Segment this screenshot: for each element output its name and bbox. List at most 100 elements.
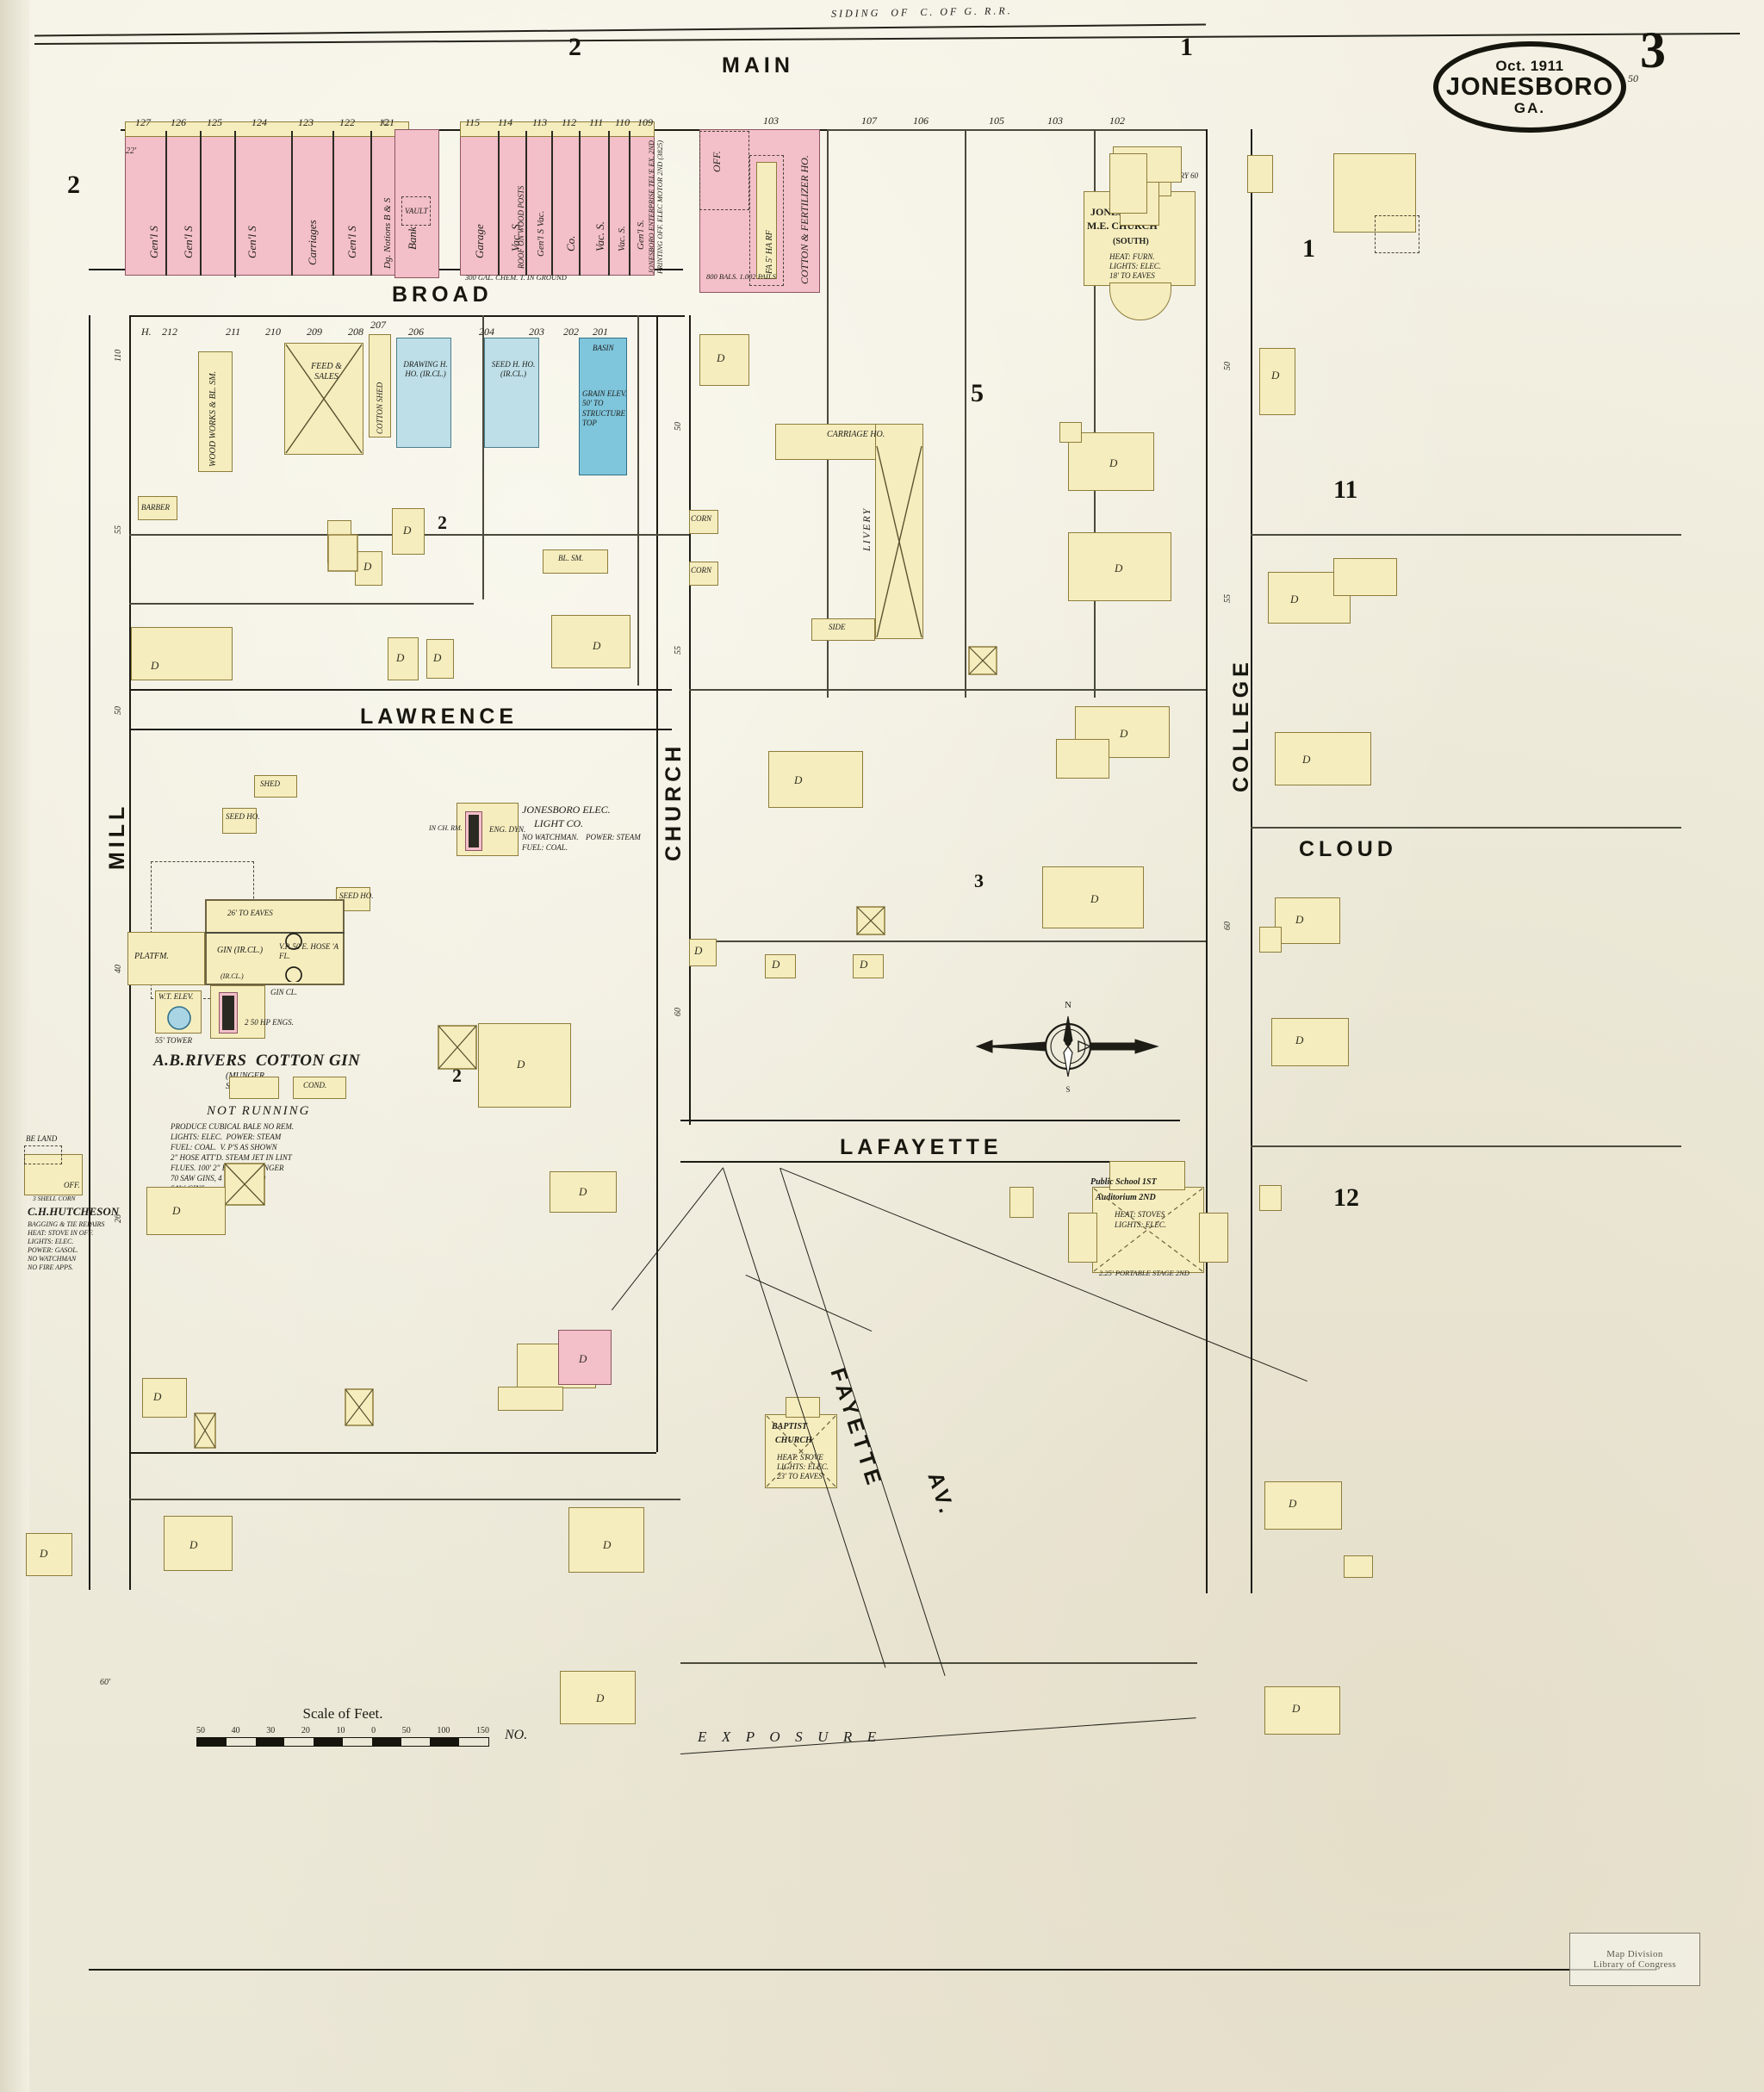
dwelling-e-6 [768, 751, 863, 808]
yard-shed-x-3 [194, 1412, 216, 1449]
cotton-warehouse-inner-label: FA 5' HA RF [765, 230, 774, 274]
block-divider-a [689, 689, 1206, 691]
addr-110: 110 [615, 116, 630, 128]
me-church-apse [1109, 282, 1171, 320]
barber-shop [138, 496, 177, 520]
sheet-ref-top-1: 1 [1180, 33, 1193, 61]
gin-aux-box-1 [229, 1077, 279, 1099]
addr-126: 126 [171, 116, 186, 128]
yard-dwelling-1 [478, 1023, 571, 1108]
block-divider-n [129, 1499, 680, 1500]
dwelling-broad-8 [131, 627, 233, 680]
dwelling-mark-e2: D [1109, 456, 1118, 469]
hutcheson-title: C.H.HUTCHESON [28, 1205, 120, 1218]
drawing-house-label: DRAWING H. HO. (IR.CL.) [403, 360, 448, 378]
dwelling-mark-c5: D [1302, 753, 1311, 766]
broad-addr-207: 207 [370, 319, 386, 331]
public-school-hip-lines [1093, 1188, 1203, 1272]
broad-addr-203: 203 [529, 326, 544, 338]
gin-vp-note: V.P. 50'E. HOSE 'A FL. [279, 942, 339, 961]
dwelling-mark-e1: D [717, 351, 725, 364]
corn-crib-1-label: CORN [691, 514, 712, 523]
occ-109: Gen'l S. [636, 220, 646, 250]
gin-ircl-note: (IR.CL.) [220, 972, 244, 980]
store-row-west [125, 129, 409, 276]
left-land-note: BE LAND [26, 1134, 58, 1143]
warehouse-addr-103: 103 [763, 115, 779, 127]
block-divider-h [129, 603, 474, 605]
scale-bar-graphic [196, 1737, 489, 1747]
street-main: MAIN [722, 53, 794, 78]
occ-110: Vac. S. [617, 226, 627, 251]
dwelling-mark-c3: D [1290, 593, 1299, 605]
cotton-warehouse-capacity: 800 BALS. 1.002 PAILS [706, 272, 776, 281]
corn-crib-2 [689, 562, 718, 586]
roof-wood-posts-note: ROOF ON WOOD POSTS [517, 185, 525, 269]
warehouse-addr-103b: 103 [1047, 115, 1063, 127]
broad-addr-201: 201 [593, 326, 608, 338]
store-div-112 [579, 131, 581, 276]
dwelling-mark-b1: D [40, 1547, 48, 1560]
me-church-heat: HEAT: FURN. [1109, 252, 1155, 261]
seed-ho-upper-label: SEED HO. [226, 812, 260, 821]
dwelling-e-9 [1042, 866, 1144, 928]
gin-engines-label: 2 50 HP ENGS. [245, 1018, 294, 1027]
mill-yard-west-line [129, 729, 131, 1452]
me-church-name-3: (SOUTH) [1113, 237, 1149, 246]
dwelling-col-4 [1333, 558, 1397, 596]
no-exposure-note: NO. [505, 1728, 528, 1742]
store-div-124 [291, 131, 293, 276]
college-street-west-line [1206, 129, 1208, 1593]
railroad-siding-line-1 [34, 23, 1206, 37]
hutcheson-office [24, 1145, 62, 1164]
livery-side-label: SIDE [829, 623, 846, 631]
public-school-wing-e [1199, 1213, 1228, 1263]
addr-121: 121 [379, 116, 394, 128]
block-divider-b [689, 940, 1206, 942]
gin-boiler-core [222, 996, 234, 1030]
fayette-wedge-ne [780, 1168, 1307, 1382]
dim-right-3: 60 [1223, 922, 1233, 930]
occ-112: Co. [564, 235, 577, 251]
chem-tank-note: 300 GAL. CHEM. T. IN GROUND [465, 273, 567, 282]
lafayette-street-north-line [680, 1120, 1180, 1121]
dwelling-mark-e6: D [794, 773, 803, 786]
warehouse-addr-102: 102 [1109, 115, 1125, 127]
broad-addr-204: 204 [479, 326, 494, 338]
scale-tick-8: 150 [476, 1726, 489, 1735]
hutcheson-note-3: LIGHTS: ELEC. [28, 1238, 74, 1245]
hutcheson-office-label: OFF. [64, 1181, 80, 1189]
siding-label: SIDING OF C. OF G. R.R. [830, 4, 1013, 20]
yard-dwelling-6 [498, 1387, 563, 1411]
scale-caption: Scale of Feet. [302, 1705, 383, 1722]
mill-shed-label: SHED [260, 779, 280, 788]
hutcheson-note-4: POWER: GASOL. [28, 1246, 78, 1254]
store-div-111 [608, 131, 610, 276]
dwelling-mark-e3: D [1115, 562, 1123, 574]
dim-church-1: 50 [674, 422, 683, 431]
store-div-126 [200, 131, 202, 276]
store-div-115 [498, 131, 500, 276]
broad-addr-211: 211 [226, 326, 241, 338]
block-number-12: 12 [1333, 1183, 1359, 1212]
block-divider-l [1251, 827, 1681, 829]
dwelling-mark-b2: D [189, 1538, 198, 1551]
water-tank-circle [167, 1006, 191, 1030]
store-broad-7 [543, 549, 608, 574]
street-mill: MILL [105, 802, 129, 870]
carriage-ho-label: CARRIAGE HO. [827, 430, 885, 439]
block-divider-d [827, 129, 829, 698]
gin-vp-circles [285, 933, 302, 982]
block-divider-i [482, 315, 484, 599]
shed-x-1 [856, 906, 885, 935]
dim-bottom-1: 60' [100, 1678, 111, 1687]
grain-elev-label: GRAIN ELEV. 50' TO STRUCTURE TOP [582, 389, 627, 427]
store-div-125 [234, 131, 236, 277]
yard-dwelling-3 [146, 1187, 226, 1235]
gin-platform-label: PLATFM. [134, 952, 169, 961]
dwelling-e-12 [853, 954, 884, 978]
wood-works-shed [198, 351, 233, 472]
hutcheson-sub: 3 SHELL CORN [33, 1195, 76, 1202]
sheet-ref-top-2: 2 [568, 33, 581, 61]
dwelling-mark-e9: D [1090, 892, 1099, 905]
